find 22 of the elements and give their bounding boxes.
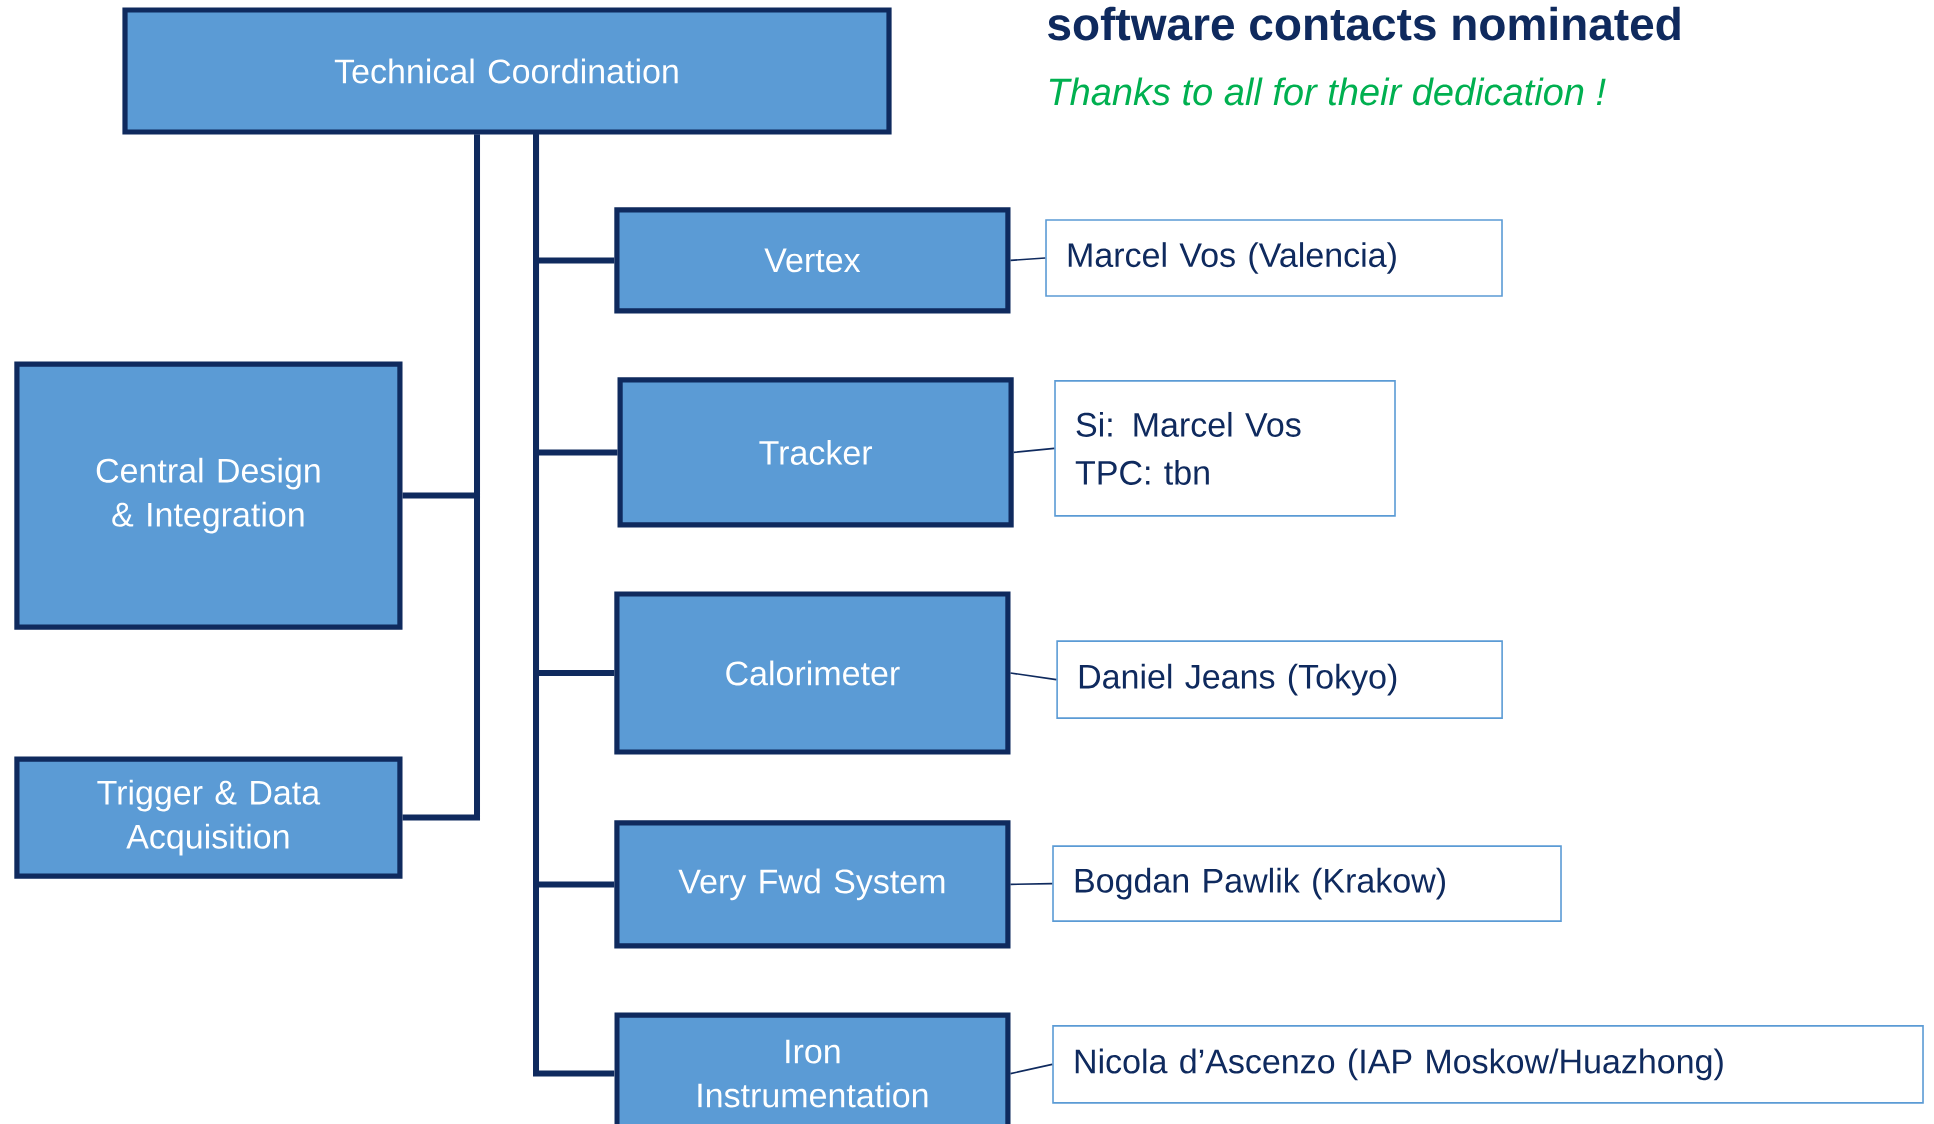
connector-line — [1009, 1063, 1053, 1075]
connector-line — [1009, 672, 1058, 681]
unit-box: Very Fwd System — [614, 820, 1011, 949]
heading: software contacts nominated — [1048, 6, 1680, 41]
connector-line — [1009, 257, 1046, 262]
unit-box: Trigger & Data Acquisition — [14, 756, 403, 879]
note-text: Thanks to all for their dedication ! — [1049, 77, 1606, 106]
contact-box: Bogdan Pawlik (Krakow) — [1052, 845, 1562, 922]
unit-box: Vertex — [614, 207, 1011, 314]
unit-box: Calorimeter — [614, 591, 1011, 755]
connector-line — [402, 134, 480, 821]
unit-box: Central Design & Integration — [14, 361, 403, 630]
contact-box: Daniel Jeans (Tokyo) — [1056, 640, 1503, 719]
unit-box: Iron Instrumentation — [614, 1012, 1011, 1124]
connector-line — [1009, 882, 1053, 886]
unit-box: Technical Coordination — [122, 7, 892, 135]
connector-line — [1012, 447, 1055, 454]
contact-box: Marcel Vos (Valencia) — [1045, 219, 1503, 297]
unit-box: Tracker — [617, 377, 1014, 528]
contact-box: Nicola d’Ascenzo (IAP Moskow/Huazhong) — [1052, 1025, 1924, 1104]
connector-line — [533, 134, 615, 1077]
contact-box: Si: Marcel Vos TPC: tbn — [1054, 380, 1396, 517]
